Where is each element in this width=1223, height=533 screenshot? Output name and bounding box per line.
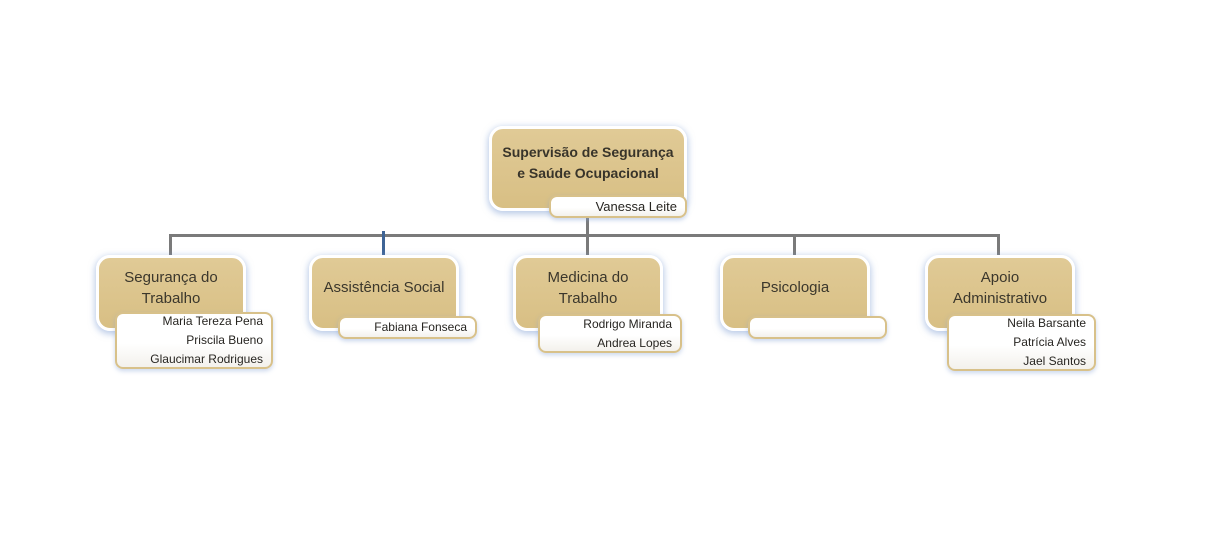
member-name: Glaucimar Rodrigues: [150, 352, 263, 366]
name-box-supervisao[interactable]: Vanessa Leite: [549, 195, 687, 218]
member-name: Patrícia Alves: [1013, 335, 1086, 349]
org-node-title: Supervisão de Segurança e Saúde Ocupacio…: [502, 144, 674, 181]
org-node-psicologia[interactable]: Psicologia: [720, 255, 870, 331]
member-name: Rodrigo Miranda: [583, 316, 672, 331]
name-box-medicina-do-trabalho[interactable]: Rodrigo Miranda Andrea Lopes: [538, 314, 682, 353]
org-node-title: Apoio Administrativo: [952, 268, 1048, 307]
org-node-title: Assistência Social: [323, 279, 445, 296]
connector-drop-apoio: [997, 234, 1000, 256]
member-name: Jael Santos: [1023, 354, 1086, 368]
member-name: Neila Barsante: [1007, 316, 1086, 330]
name-box-apoio-administrativo[interactable]: Neila Barsante Patrícia Alves Jael Santo…: [947, 314, 1096, 371]
member-name: Priscila Bueno: [186, 333, 263, 347]
member-name: Andrea Lopes: [597, 335, 672, 350]
member-name: Vanessa Leite: [595, 199, 677, 214]
org-node-title: Segurança do Trabalho: [124, 268, 218, 307]
connector-drop-assistencia-highlighted: [382, 231, 385, 256]
member-name: Fabiana Fonseca: [374, 320, 467, 334]
org-node-title: Psicologia: [760, 279, 830, 296]
member-name: Maria Tereza Pena: [162, 314, 264, 328]
name-box-seguranca-do-trabalho[interactable]: Maria Tereza Pena Priscila Bueno Glaucim…: [115, 312, 273, 369]
connector-drop-psicologia: [793, 234, 796, 256]
connector-drop-seguranca: [169, 234, 172, 256]
name-box-assistencia-social[interactable]: Fabiana Fonseca: [338, 316, 477, 339]
connector-horizontal-bus: [169, 234, 1000, 237]
org-node-title: Medicina do Trabalho: [547, 268, 629, 307]
name-box-psicologia-empty[interactable]: [748, 316, 887, 339]
